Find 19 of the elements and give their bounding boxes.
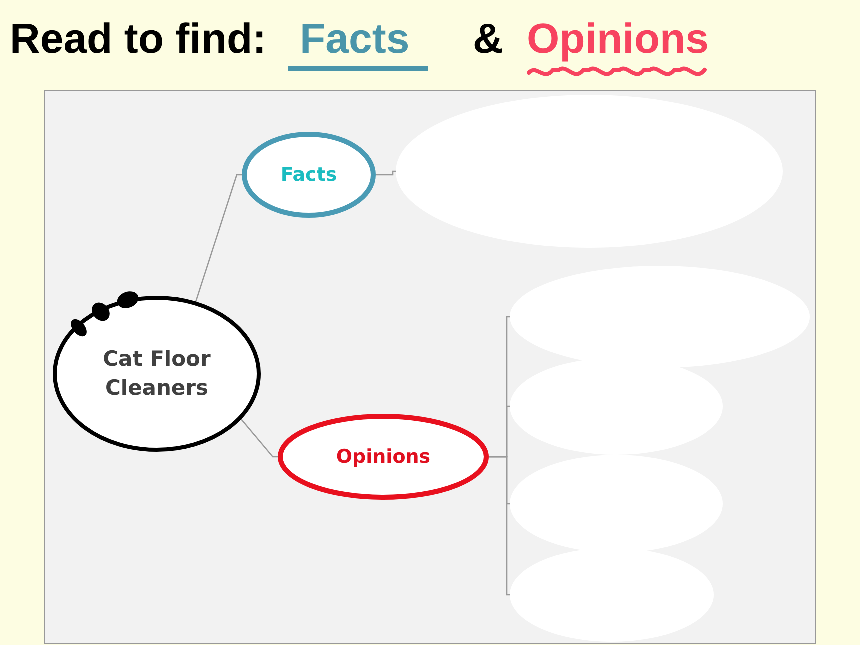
heading-word: Opinions: [527, 16, 709, 62]
blank-ellipse: [510, 358, 723, 455]
blank-ellipse: [510, 266, 810, 368]
connector-line: [376, 170, 396, 176]
node-label: Cat Floor Cleaners: [102, 346, 212, 402]
connector-line: [489, 456, 510, 596]
connector-line: [240, 418, 278, 458]
heading: Read to find:: [10, 16, 267, 62]
heading-word: Facts: [300, 16, 410, 62]
topic-circle: [53, 296, 261, 452]
node-label: Opinions: [336, 444, 431, 470]
heading-word: &: [473, 16, 504, 62]
blank-ellipse: [396, 95, 783, 248]
node-label: Facts: [280, 162, 338, 188]
category-ellipse: [278, 414, 489, 500]
category-ellipse: [242, 132, 376, 218]
connector-line: [194, 174, 242, 304]
blank-ellipse: [510, 455, 723, 553]
blank-ellipse: [510, 548, 714, 642]
